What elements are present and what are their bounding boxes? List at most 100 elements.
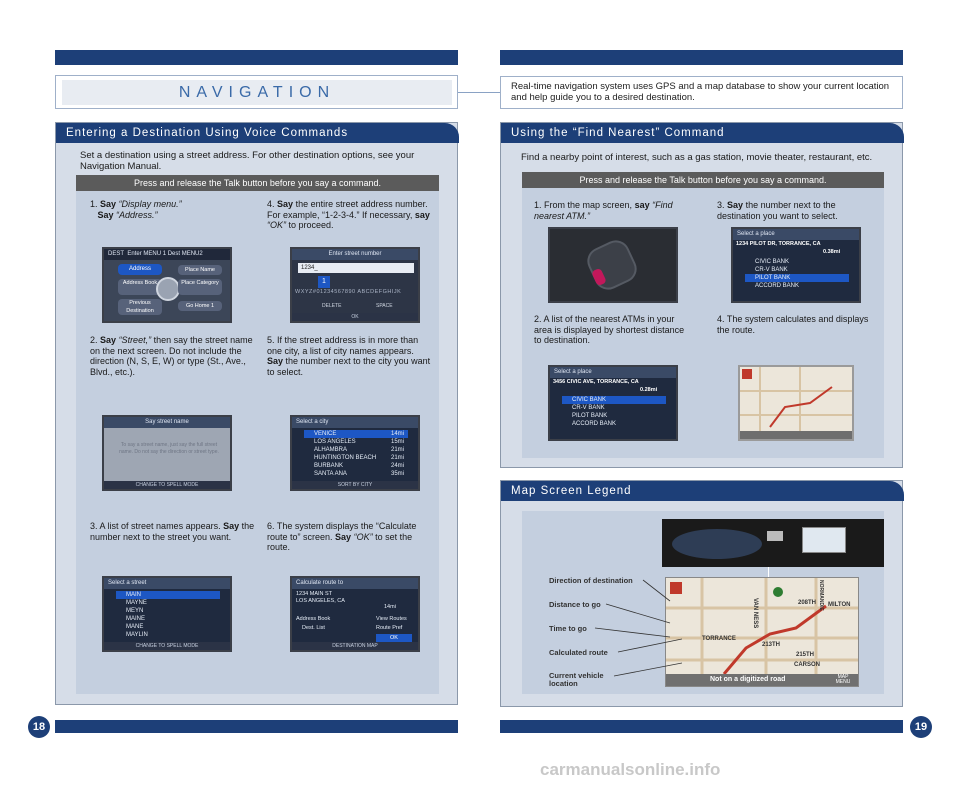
map-label-213th: 213TH <box>762 642 781 648</box>
honda-logo-icon <box>767 531 783 541</box>
list-item: ACCORD BANK <box>755 283 800 289</box>
select-place-screen-1: Select a place 1234 PILOT DR, TORRANCE, … <box>731 227 861 303</box>
legend-vehicle: Current vehicle location <box>549 671 604 688</box>
select-place-title-1: Select a place <box>733 229 859 240</box>
list-item: CIVIC BANK <box>562 396 666 404</box>
say-street-title: Say street name <box>104 417 230 428</box>
find-nearest-steps-area: Press and release the Talk button before… <box>522 172 884 458</box>
step-6: 6. The system displays the “Calculate ro… <box>267 521 417 552</box>
list-item: MEYN <box>126 608 144 614</box>
spell-mode-link: CHANGE TO SPELL MODE <box>104 481 230 489</box>
legend-time: Time to go <box>549 624 587 633</box>
list-item: MAIN <box>116 591 220 599</box>
number-input: 1234_ <box>298 263 414 273</box>
talk-button-icon <box>582 235 642 295</box>
route-map-small-svg <box>740 367 852 439</box>
calc-ok-button: OK <box>376 634 412 642</box>
fn-step-4: 4. The system calculates and displays th… <box>717 314 869 335</box>
map-legend-area: 208TH MILTON TORRANCE 213TH 215TH CARSON… <box>522 511 884 694</box>
legend-leader-lines <box>594 579 682 677</box>
press-talk-bar: Press and release the Talk button before… <box>76 175 439 191</box>
step-1: 1. Say “Display menu.” Say “Address.” <box>90 199 182 220</box>
list-item: MAYNE <box>126 600 147 606</box>
connector-line <box>458 92 500 93</box>
select-street-title: Select a street <box>104 578 230 589</box>
legend-distance: Distance to go <box>549 600 601 609</box>
section-title-find-nearest: Using the “Find Nearest” Command <box>501 123 904 143</box>
map-label-215th: 215TH <box>796 652 815 658</box>
address-book-button: Address Book <box>296 616 331 622</box>
select-place-distance-1: 0.38mi <box>823 249 841 255</box>
dashboard-photo <box>662 519 884 567</box>
map-svg <box>666 578 858 686</box>
enter-number-screen: Enter street number 1234_ 1 WXYZ#0123456… <box>290 247 420 323</box>
top-bar-left <box>55 50 458 65</box>
callout-line <box>768 567 769 577</box>
previous-destination-option: Previous Destination <box>118 299 162 315</box>
voice-description: Set a destination using a street address… <box>80 150 415 172</box>
map-label-torrance: TORRANCE <box>702 636 736 642</box>
selected-key: 1 <box>318 276 330 288</box>
list-item: MAINE <box>126 616 146 622</box>
map-legend-panel: Map Screen Legend 208TH <box>500 480 904 707</box>
fn-step-2: 2. A list of the nearest ATMs in your ar… <box>534 314 685 345</box>
nav-display-icon <box>802 527 846 553</box>
list-item: PILOT BANK <box>745 274 849 282</box>
watermark: carmanualsonline.info <box>540 760 721 779</box>
top-bar-right <box>500 50 903 65</box>
say-street-hint: To say a street name, just say the full … <box>119 442 219 455</box>
map-menu-button: MAP MENU <box>835 674 851 685</box>
space-key: SPACE <box>376 303 393 309</box>
find-nearest-panel: Using the “Find Nearest” Command Find a … <box>500 122 904 468</box>
dest-list-button: Dest. List <box>302 625 325 631</box>
page-number-left: 18 <box>28 716 50 738</box>
go-home-option: Go Home 1 <box>178 301 222 311</box>
calculate-route-title: Calculate route to <box>292 578 418 589</box>
bottom-bar-right <box>500 720 903 733</box>
select-place-distance-2: 0.28mi <box>640 387 658 393</box>
view-routes-button: View Routes <box>376 616 407 622</box>
list-item: CR-V BANK <box>572 405 605 411</box>
list-item: MAYLIN <box>126 632 148 638</box>
map-label-normandie: NORMANDIE <box>818 580 824 611</box>
address-book-option: Address Book <box>118 279 162 295</box>
list-item: MANE <box>126 624 144 630</box>
step-2: 2. Say “Street,” then say the street nam… <box>90 335 253 377</box>
street-spell-mode-link: CHANGE TO SPELL MODE <box>104 642 230 650</box>
select-place-address-2: 3456 CIVIC AVE, TORRANCE, CA <box>553 379 639 385</box>
nav-title: NAVIGATION <box>62 80 452 105</box>
list-item: CR-V BANK <box>755 267 788 273</box>
enter-number-title: Enter street number <box>292 249 418 260</box>
destination-map-link: DESTINATION MAP <box>292 642 418 650</box>
select-city-title: Select a city <box>292 417 418 428</box>
select-place-screen-2: Select a place 3456 CIVIC AVE, TORRANCE,… <box>548 365 678 441</box>
joystick-icon <box>156 277 180 301</box>
fn-step-3: 3. Say the number next to the destinatio… <box>717 200 838 221</box>
map-label-208th: 208TH <box>798 600 817 606</box>
map-status-text: Not on a digitized road <box>710 676 786 683</box>
find-nearest-description: Find a nearby point of interest, such as… <box>521 152 873 163</box>
dest-screen-title: DEST Enter MENU 1 Dest MENU2 <box>104 249 230 260</box>
find-nearest-press-bar: Press and release the Talk button before… <box>522 172 884 188</box>
section-title-map-legend: Map Screen Legend <box>501 481 904 501</box>
step-3: 3. A list of street names appears. Say t… <box>90 521 255 542</box>
place-category-option: Place Category <box>178 279 222 295</box>
route-distance: 14mi <box>384 604 396 610</box>
list-item: ACCORD BANK <box>572 421 617 427</box>
step-4: 4. Say the entire street address number.… <box>267 199 430 230</box>
nav-title-box: NAVIGATION <box>55 75 458 109</box>
place-name-option: Place Name <box>178 265 222 275</box>
keyboard-row: WXYZ#01234567890 ABCDEFGHIJK <box>295 289 402 295</box>
gauge-cluster-icon <box>672 529 762 559</box>
page-number-right: 19 <box>910 716 932 738</box>
list-item: PILOT BANK <box>572 413 608 419</box>
legend-route: Calculated route <box>549 648 608 657</box>
